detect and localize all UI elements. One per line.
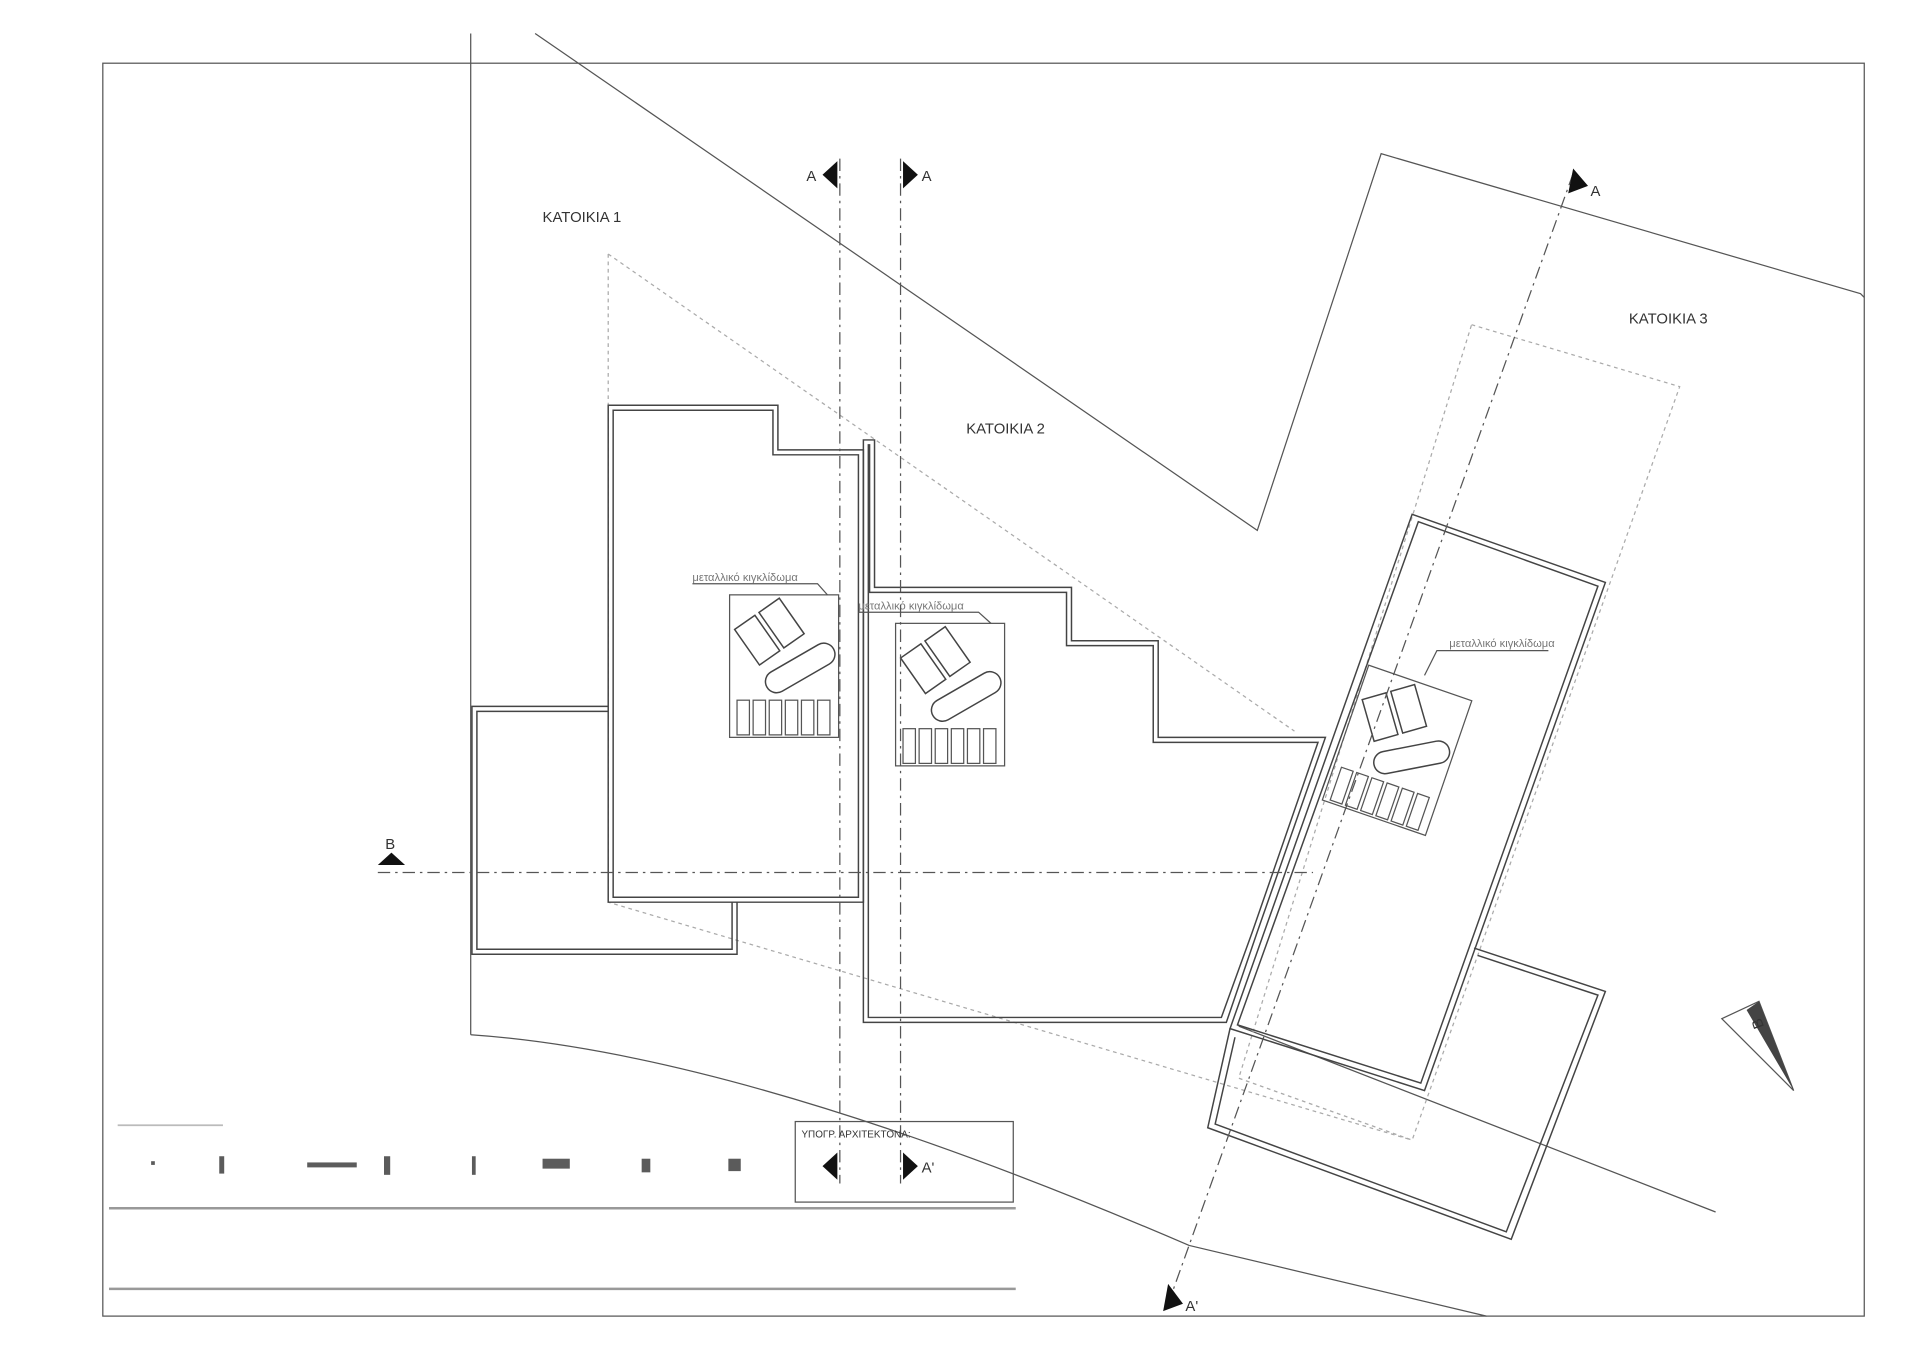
section-a-top-left: A xyxy=(806,169,816,185)
building-3-outline xyxy=(1206,513,1607,1241)
pool-area-3 xyxy=(1321,664,1473,837)
sheet-border xyxy=(102,62,1865,1317)
house-2-label: ΚΑΤΟΙΚΙΑ 2 xyxy=(966,422,1045,438)
section-lines xyxy=(377,158,1574,1308)
section-a-prime-bottom: A' xyxy=(922,1160,935,1176)
north-arrow-icon: B xyxy=(1720,1000,1795,1091)
railing-label-2: μεταλλικό κιγκλίδωμα xyxy=(858,601,964,613)
architect-signature-label: ΥΠΟΓΡ. ΑΡΧΙΤΕΚΤΟΝΑ: xyxy=(801,1130,910,1141)
section-a-top-right: A xyxy=(922,169,932,185)
railing-label-3: μεταλλικό κιγκλίδωμα xyxy=(1449,638,1555,650)
house-1-label: ΚΑΤΟΙΚΙΑ 1 xyxy=(543,210,622,226)
title-block: ΥΠΟΓΡ. ΑΡΧΙΤΕΚΤΟΝΑ: xyxy=(109,1120,1016,1291)
pool-area-1: μεταλλικό κιγκλίδωμα xyxy=(692,572,840,738)
railing-label-1: μεταλλικό κιγκλίδωμα xyxy=(692,572,798,584)
section-b-label: B xyxy=(385,837,395,853)
section-a-prime-right: A' xyxy=(1185,1299,1198,1315)
section-markers: A A A' A A' B xyxy=(377,161,1601,1315)
section-a-right: A xyxy=(1591,184,1601,200)
building-2-outline xyxy=(862,439,1327,1024)
house-3-label: ΚΑΤΟΙΚΙΑ 3 xyxy=(1629,311,1708,327)
plot-boundaries xyxy=(470,32,1865,1317)
setback-lines xyxy=(607,253,1681,1141)
pool-area-2: μεταλλικό κιγκλίδωμα xyxy=(858,601,1006,767)
